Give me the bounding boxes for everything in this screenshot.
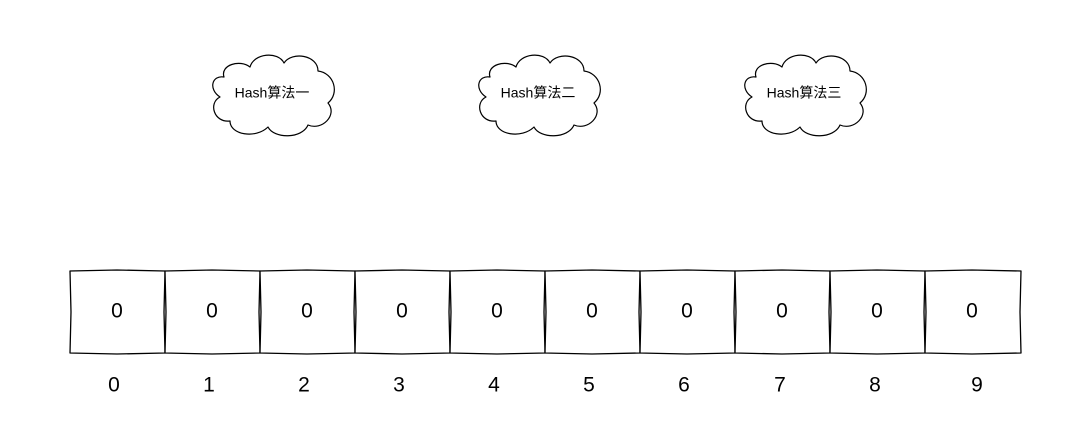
hash-function-2: Hash算法二 [478, 54, 601, 137]
bit-value: 0 [586, 300, 598, 323]
bit-cell-9: 0 9 [924, 269, 1022, 397]
bit-cell-2: 0 2 [259, 269, 356, 397]
bit-index-label: 0 [108, 374, 120, 397]
hash-function-1: Hash算法一 [212, 54, 335, 137]
bit-value: 0 [206, 300, 218, 323]
bit-cell-7: 0 7 [734, 269, 831, 397]
hash-function-label: Hash算法二 [501, 85, 576, 101]
bit-cell-6: 0 6 [639, 269, 736, 397]
bit-cell-box [924, 269, 1022, 355]
bit-cell-3: 0 3 [354, 269, 451, 397]
hash-function-label: Hash算法一 [235, 85, 310, 101]
bit-array: 0 0 0 1 0 2 0 3 0 4 0 5 0 [69, 269, 1022, 397]
bit-index-label: 8 [869, 374, 881, 397]
bit-cell-1: 0 1 [164, 269, 261, 397]
bit-index-label: 5 [583, 374, 595, 397]
bit-value: 0 [681, 300, 693, 323]
bit-index-label: 4 [488, 374, 500, 397]
bit-index-label: 6 [678, 374, 690, 397]
bit-value: 0 [966, 300, 978, 323]
bit-index-label: 7 [774, 374, 786, 397]
bit-cell-4: 0 4 [449, 269, 546, 397]
bit-index-label: 2 [298, 374, 310, 397]
bit-value: 0 [396, 300, 408, 323]
bit-cell-0: 0 0 [69, 269, 166, 397]
bit-index-label: 9 [971, 374, 983, 397]
hash-function-label: Hash算法三 [767, 85, 842, 101]
bit-cell-5: 0 5 [544, 269, 641, 397]
cloud-shape [478, 54, 601, 137]
bit-value: 0 [871, 300, 883, 323]
cloud-shape [212, 54, 335, 137]
bit-value: 0 [111, 300, 123, 323]
bit-value: 0 [301, 300, 313, 323]
bit-cell-8: 0 8 [829, 269, 926, 397]
bit-index-label: 3 [393, 374, 405, 397]
bit-value: 0 [776, 300, 788, 323]
bit-value: 0 [491, 300, 503, 323]
cloud-shape [744, 54, 867, 137]
hash-function-3: Hash算法三 [744, 54, 867, 137]
bit-index-label: 1 [203, 374, 215, 397]
